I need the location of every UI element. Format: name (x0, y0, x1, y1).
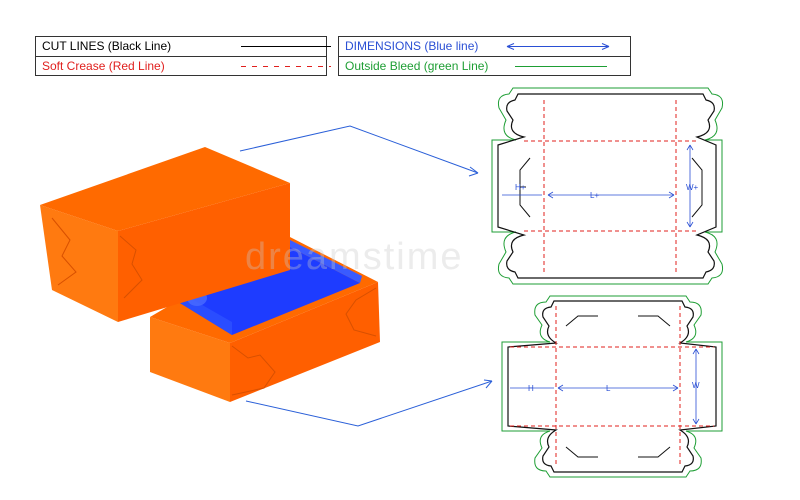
arrow-head-top (468, 166, 479, 177)
bottom-dieline-dimensions (510, 348, 700, 425)
box-lid-top-face (40, 147, 290, 231)
watermark: dreamstime (245, 236, 464, 278)
top-width-label: W+ (686, 183, 699, 192)
cut-line-sample (241, 46, 331, 47)
top-length-label: L+ (590, 191, 599, 200)
legend-outside-bleed: Outside Bleed (green Line) (339, 56, 630, 75)
bottom-dieline-cut (507, 300, 717, 473)
top-dieline-bleed (491, 87, 723, 285)
box-lid-left-face (40, 205, 118, 322)
top-dieline-creases (524, 100, 697, 272)
top-dieline-cut (497, 93, 717, 279)
box-base-inner-back (288, 240, 362, 283)
arrow-to-bottom-dieline (245, 380, 493, 427)
box-base-inner-wall (175, 298, 232, 335)
legend-right: DIMENSIONS (Blue line) Outside Bleed (gr… (338, 36, 631, 76)
legend-dimensions-label: DIMENSIONS (Blue line) (345, 39, 479, 53)
crease-line-sample (241, 66, 331, 67)
box-base-inner-floor (175, 246, 360, 335)
top-dieline: H+ L+ W+ (491, 87, 723, 285)
box-base (150, 236, 380, 402)
box-lid-fold-left (51, 217, 77, 286)
top-dieline-inner-cuts (519, 157, 703, 218)
box-base-left-face (150, 317, 230, 402)
bottom-dieline-creases (510, 306, 714, 467)
dimension-arrow-sample (506, 43, 610, 50)
top-height-label: H+ (515, 183, 526, 192)
legend-soft-crease-label: Soft Crease (Red Line) (42, 59, 165, 73)
bottom-dieline-bleed (501, 295, 723, 478)
bottom-height-label: H (528, 384, 534, 393)
box-base-fold-left (231, 345, 276, 396)
arrow-head-bottom (483, 379, 493, 389)
top-dieline-dimensions (502, 144, 694, 228)
box-base-fold-right (345, 287, 377, 337)
box-illustration (40, 147, 380, 402)
legend-left: CUT LINES (Black Line) Soft Crease (Red … (35, 36, 331, 76)
arrow-to-top-dieline (239, 125, 479, 174)
bottom-dieline: H L W (501, 295, 723, 478)
bottom-width-label: W (692, 381, 700, 390)
legend-outside-bleed-label: Outside Bleed (green Line) (345, 59, 489, 73)
legend-soft-crease: Soft Crease (Red Line) (36, 56, 331, 75)
box-base-front-face (230, 282, 380, 402)
bottom-length-label: L (606, 384, 611, 393)
legend-cut-lines-label: CUT LINES (Black Line) (42, 39, 172, 53)
bottom-dieline-inner-cuts (565, 315, 671, 458)
bleed-line-sample (515, 66, 607, 67)
box-lid (40, 147, 290, 322)
box-lid-front-face (118, 183, 290, 322)
pointer-arrows (239, 125, 493, 427)
box-lid-fold-front (119, 235, 143, 299)
legend-cut-lines: CUT LINES (Black Line) (36, 37, 331, 56)
legend-dimensions: DIMENSIONS (Blue line) (339, 37, 630, 56)
